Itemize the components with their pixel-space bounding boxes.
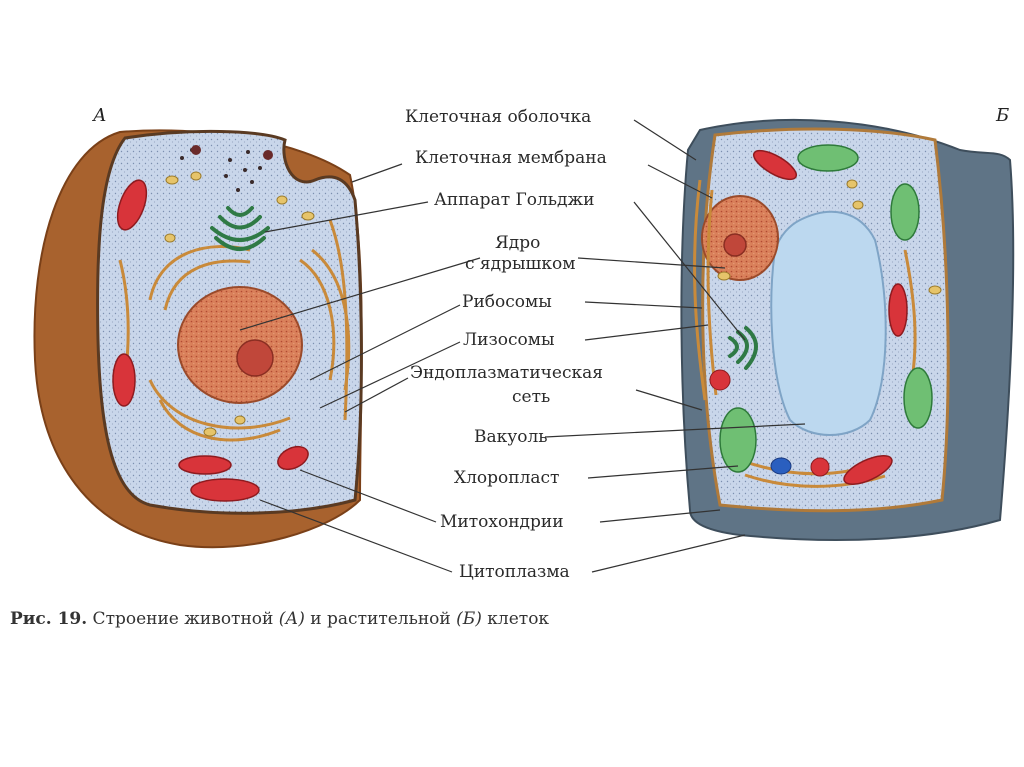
plant-mitochondria — [752, 149, 908, 485]
caption-text-3: клеток — [481, 609, 550, 629]
plant-vesicle-blue — [770, 457, 792, 475]
label-animal-cell-letter: А — [93, 105, 107, 126]
label-plant-cell-letter: Б — [996, 105, 1010, 126]
animal-golgi — [210, 206, 270, 251]
label-er-line2: сеть — [512, 387, 551, 407]
plant-cell — [680, 118, 1015, 541]
plant-vesicle-red — [810, 457, 830, 477]
label-er-line1: Эндоплазматическая — [410, 363, 603, 383]
plant-vacuole — [770, 210, 887, 436]
animal-nucleolus — [236, 339, 274, 377]
plant-chloroplasts — [719, 144, 933, 473]
plant-nucleolus — [723, 233, 747, 257]
label-lysosomes: Лизосомы — [463, 330, 555, 350]
animal-nucleus — [177, 286, 303, 404]
animal-lysosomes — [164, 171, 315, 437]
label-cytoplasm: Цитоплазма — [459, 562, 570, 582]
leader-lines — [239, 119, 806, 573]
plant-lysosome-red — [709, 369, 731, 391]
label-mitochondria: Митохондрии — [440, 512, 564, 532]
label-ribosomes: Рибосомы — [462, 292, 552, 312]
caption-italic-a: (А) — [278, 609, 305, 629]
animal-mitochondria — [112, 179, 309, 502]
label-golgi: Аппарат Гольджи — [434, 190, 595, 210]
caption-number: Рис. 19. — [10, 609, 88, 629]
label-nucleus-line1: Ядро — [495, 233, 541, 253]
label-cell-wall: Клеточная оболочка — [405, 107, 592, 127]
plant-granules — [717, 179, 942, 295]
label-vacuole: Вакуоль — [474, 427, 548, 447]
animal-cell — [33, 129, 363, 549]
caption-text-2: и растительной — [304, 609, 457, 629]
animal-centriole — [191, 145, 201, 155]
label-chloroplast: Хлоропласт — [454, 468, 560, 488]
caption-italic-b: (Б) — [456, 609, 482, 629]
caption-text-1: Строение животной — [87, 609, 279, 629]
label-cell-membrane: Клеточная мембрана — [415, 148, 607, 168]
figure-caption: Рис. 19. Строение животной (А) и растите… — [10, 609, 549, 629]
animal-vesicle — [263, 150, 273, 160]
label-nucleus-line2: с ядрышком — [465, 254, 576, 274]
